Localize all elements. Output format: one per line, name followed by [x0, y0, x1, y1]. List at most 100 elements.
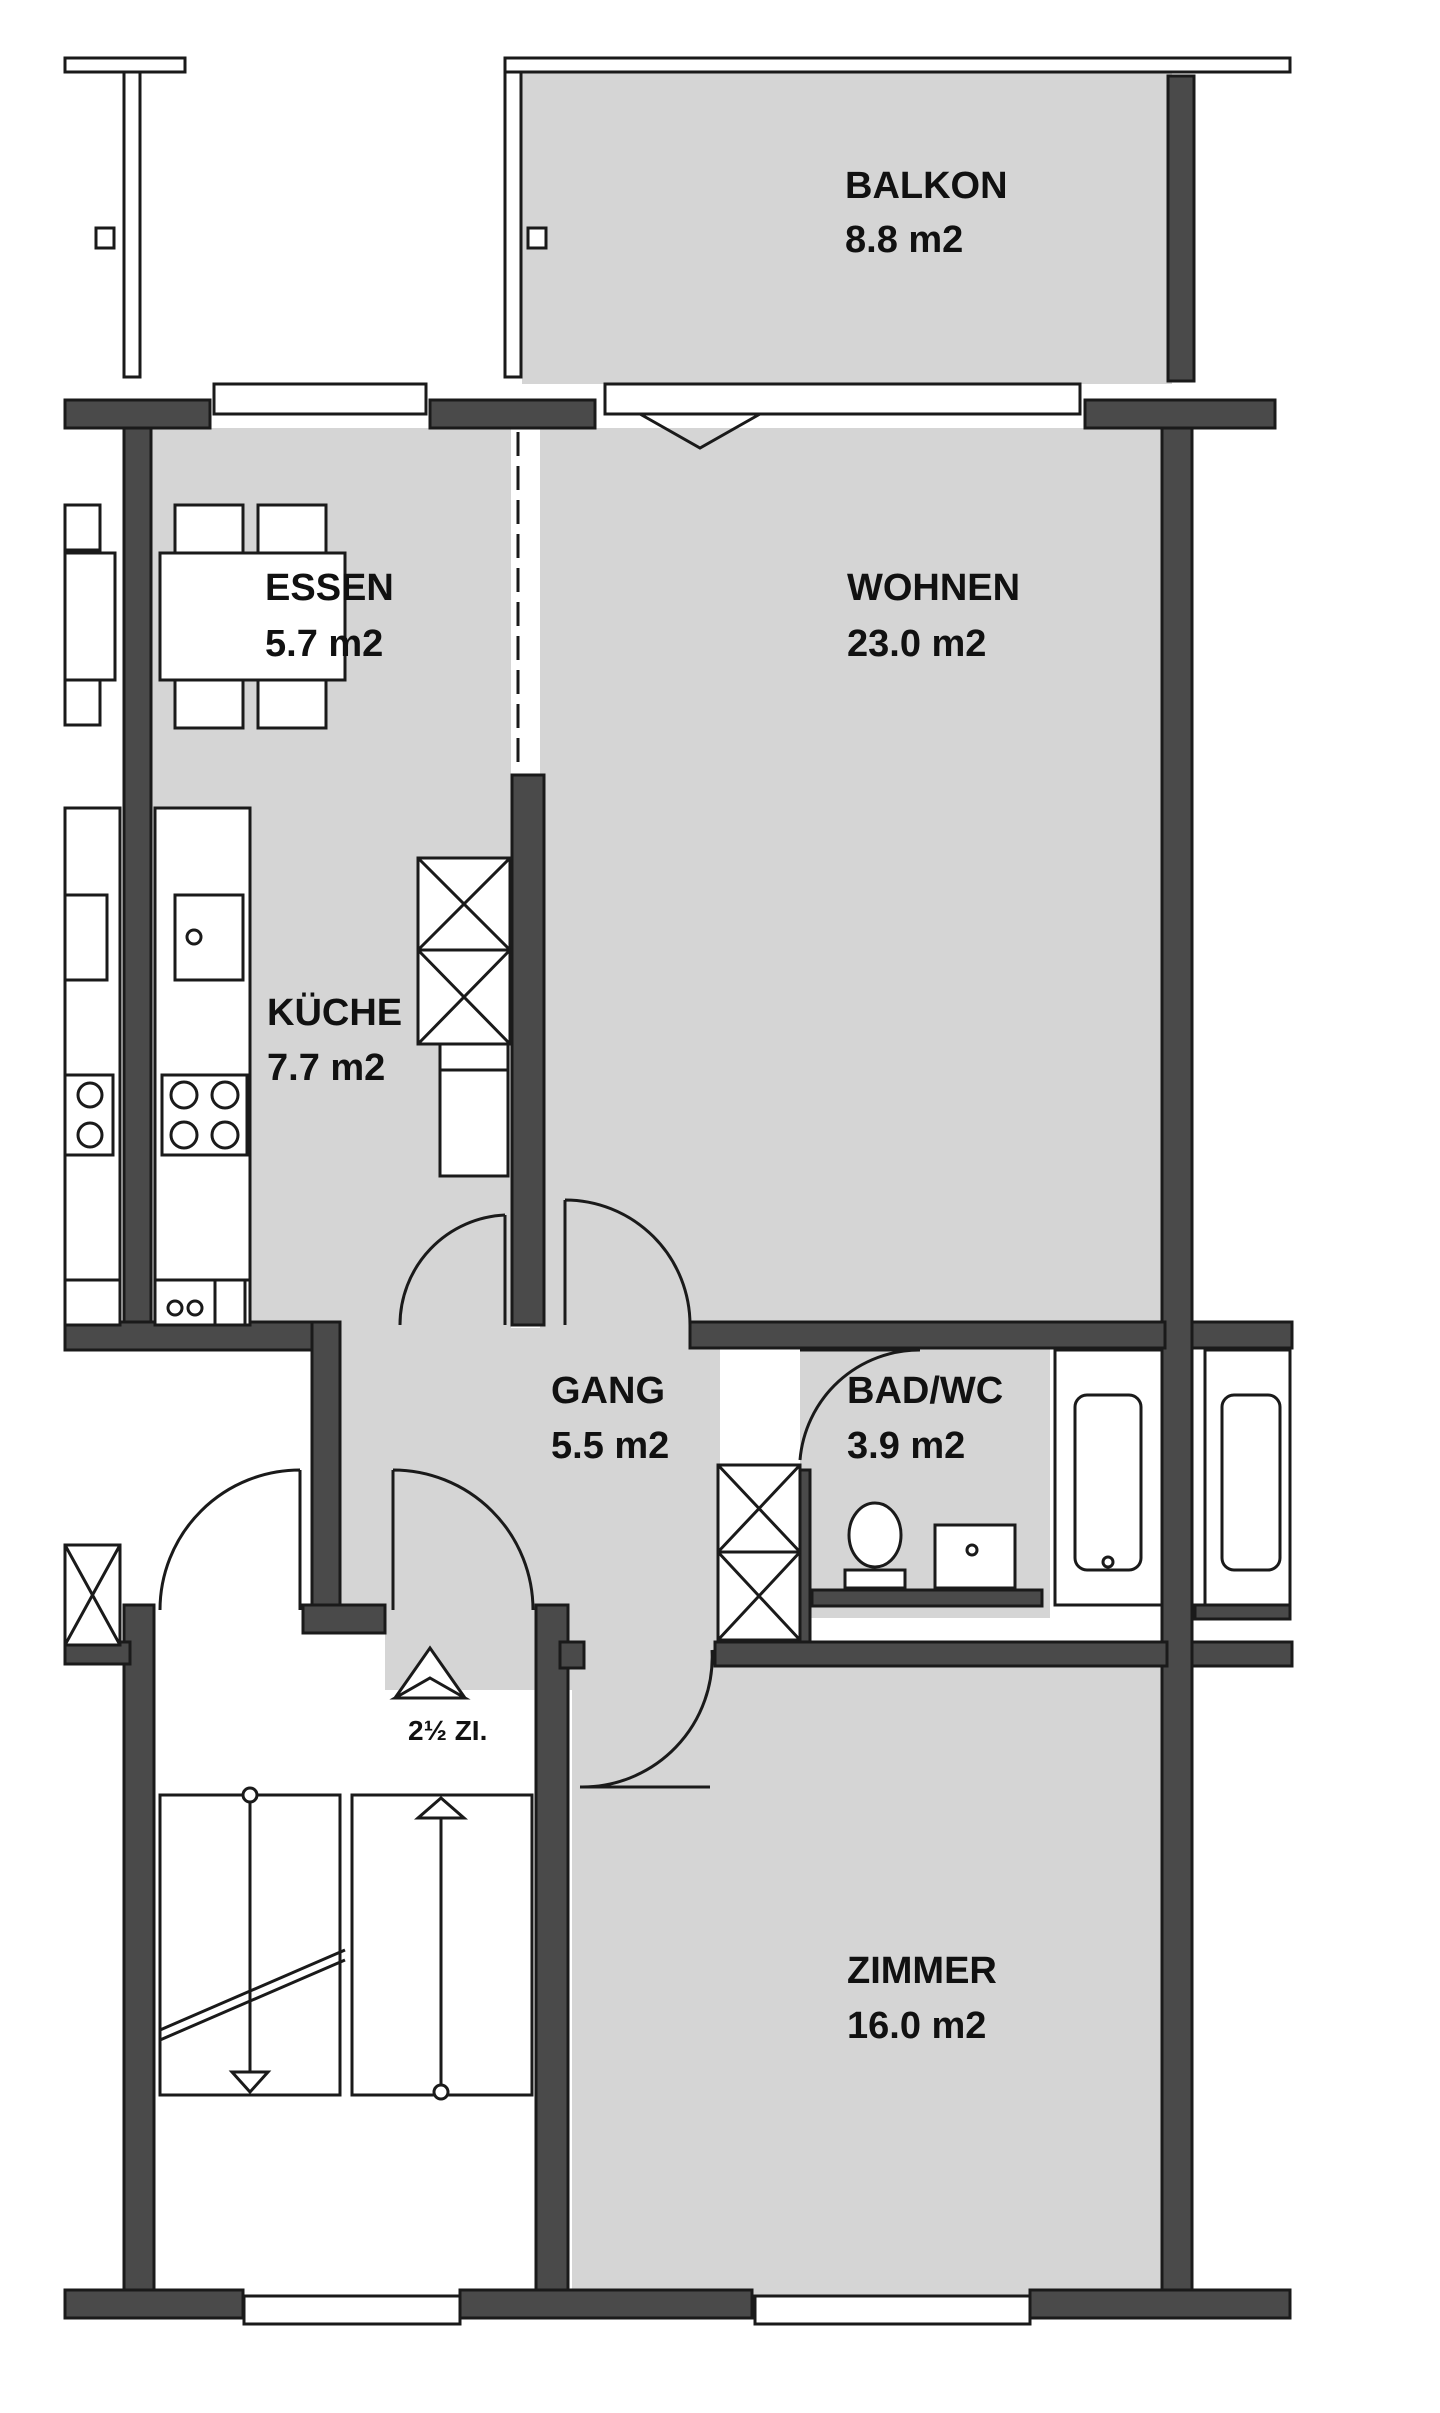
gang-name: GANG [551, 1370, 665, 1412]
neighbour-railing-top [63, 56, 187, 74]
chair-4 [256, 678, 328, 730]
wall-zimmer-top-right [1190, 1640, 1294, 1668]
gang-area: 5.5 m2 [551, 1425, 669, 1467]
washbasin-tap [965, 1543, 979, 1557]
neighbour-bathtub-inner [1220, 1393, 1282, 1572]
triangle-unit-marker-icon [389, 1645, 471, 1700]
facade-bottom-left [63, 2288, 245, 2320]
walls [63, 382, 1294, 2326]
neighbour-sink [63, 893, 109, 982]
wall-left-bottom [63, 1320, 337, 1352]
door-zimmer-icon [579, 1649, 714, 1789]
balcony-left-post [503, 70, 523, 379]
bathtub-drain [1101, 1555, 1115, 1569]
wohnen-floor [540, 428, 1170, 1328]
window-essen [212, 382, 428, 416]
balcony-bracket [526, 226, 548, 250]
wardrobe-cross-2 [416, 948, 512, 1046]
stair-end-dot [432, 2083, 450, 2101]
kitchen-knob-2 [186, 1299, 204, 1317]
balcony-door-swing [639, 412, 761, 450]
dining-table-icon [158, 551, 347, 682]
wall-right-neighbour [1190, 1320, 1294, 1350]
sink-icon [173, 893, 245, 982]
balcony [63, 56, 1292, 383]
wohnen-area: 23.0 m2 [847, 623, 986, 665]
window-zimmer [753, 2294, 1032, 2326]
wall-wohnen-bottom [688, 1320, 1167, 1350]
wardrobe-gang-cross-2 [716, 1550, 802, 1642]
stove-burner-1 [169, 1080, 199, 1110]
essen-name: ESSEN [265, 567, 394, 609]
kueche-name: KÜCHE [267, 991, 402, 1034]
toilet-cistern [843, 1568, 907, 1590]
wall-stair-stub [558, 1640, 586, 1670]
facade-left [122, 426, 153, 1350]
stair-arrow-up [413, 1796, 469, 1820]
balcony-railing-top [503, 56, 1292, 74]
stair-arrow-down [228, 2070, 272, 2095]
wall-gang-left-stub [301, 1603, 387, 1635]
neighbour-chair-2 [63, 678, 102, 727]
doors [158, 412, 921, 1789]
essen-area: 5.7 m2 [265, 623, 383, 665]
balcony-right-wall [1166, 74, 1196, 383]
facade-bottom-mid [458, 2288, 754, 2320]
staircase-icon [158, 1786, 534, 2101]
wardrobe-gang-cross-1 [716, 1463, 802, 1554]
facade-right [1160, 426, 1194, 2300]
wall-zimmer-top [713, 1640, 1169, 1668]
neighbour-fixtures [63, 503, 122, 1647]
kitchen-fixtures [153, 503, 512, 1327]
balkon-area: 8.8 m2 [845, 219, 963, 261]
chair-3 [173, 678, 245, 730]
gang-floor [340, 1328, 720, 1608]
stove-icon [160, 1073, 249, 1157]
wohnen-name: WOHNEN [847, 567, 1020, 609]
neighbour-bracket [94, 226, 116, 250]
facade-top-left [63, 398, 212, 430]
unit-label: 2½ ZI. [408, 1715, 487, 1746]
neighbour-burner-2 [76, 1121, 104, 1149]
washbasin-icon [933, 1523, 1017, 1590]
neighbour-bad-shelf [1193, 1603, 1292, 1621]
kitchen-corner-unit [213, 1278, 247, 1327]
neighbour-railing-post [122, 70, 142, 379]
bad-name: BAD/WC [847, 1370, 1003, 1412]
neighbour-stove [63, 1073, 115, 1157]
bathtub-inner [1073, 1393, 1143, 1572]
kueche-area: 7.7 m2 [267, 1047, 385, 1089]
partition-kueche-wohnen [510, 773, 546, 1327]
door-bad-icon [798, 1348, 921, 1461]
stove-burner-4 [210, 1120, 240, 1150]
wall-stair-right [534, 1603, 570, 2317]
wall-gang-left [310, 1320, 342, 1634]
neighbour-wardrobe-cross [63, 1544, 122, 1646]
balkon-floor [522, 72, 1172, 384]
chair-2 [256, 503, 328, 555]
sink-tap [185, 928, 203, 946]
door-wohnen-icon [563, 1198, 692, 1326]
chair-1 [173, 503, 245, 555]
bathroom-fixtures [716, 1348, 1292, 1642]
facade-top-right [1083, 398, 1277, 430]
neighbour-chair [63, 503, 102, 552]
stove-burner-3 [169, 1120, 199, 1150]
window-balcony-door [603, 382, 1082, 416]
wardrobe-cross-1 [416, 856, 512, 952]
neighbour-counter [63, 806, 122, 1283]
neighbour-table [63, 551, 117, 682]
door-entrance-left-icon [158, 1468, 302, 1611]
window-stair [242, 2294, 462, 2326]
balkon-name: BALKON [845, 165, 1008, 207]
door-kueche-icon [398, 1213, 507, 1326]
zimmer-area: 16.0 m2 [847, 2005, 986, 2047]
stair-start-dot [241, 1786, 259, 1804]
kitchen-tall-cabinet [438, 1042, 510, 1178]
bad-shelf [810, 1588, 1044, 1608]
kitchen-knob-1 [166, 1299, 184, 1317]
kitchen-counter [153, 806, 252, 1283]
stair-cut-line [159, 1948, 346, 2032]
toilet-icon [847, 1501, 903, 1569]
